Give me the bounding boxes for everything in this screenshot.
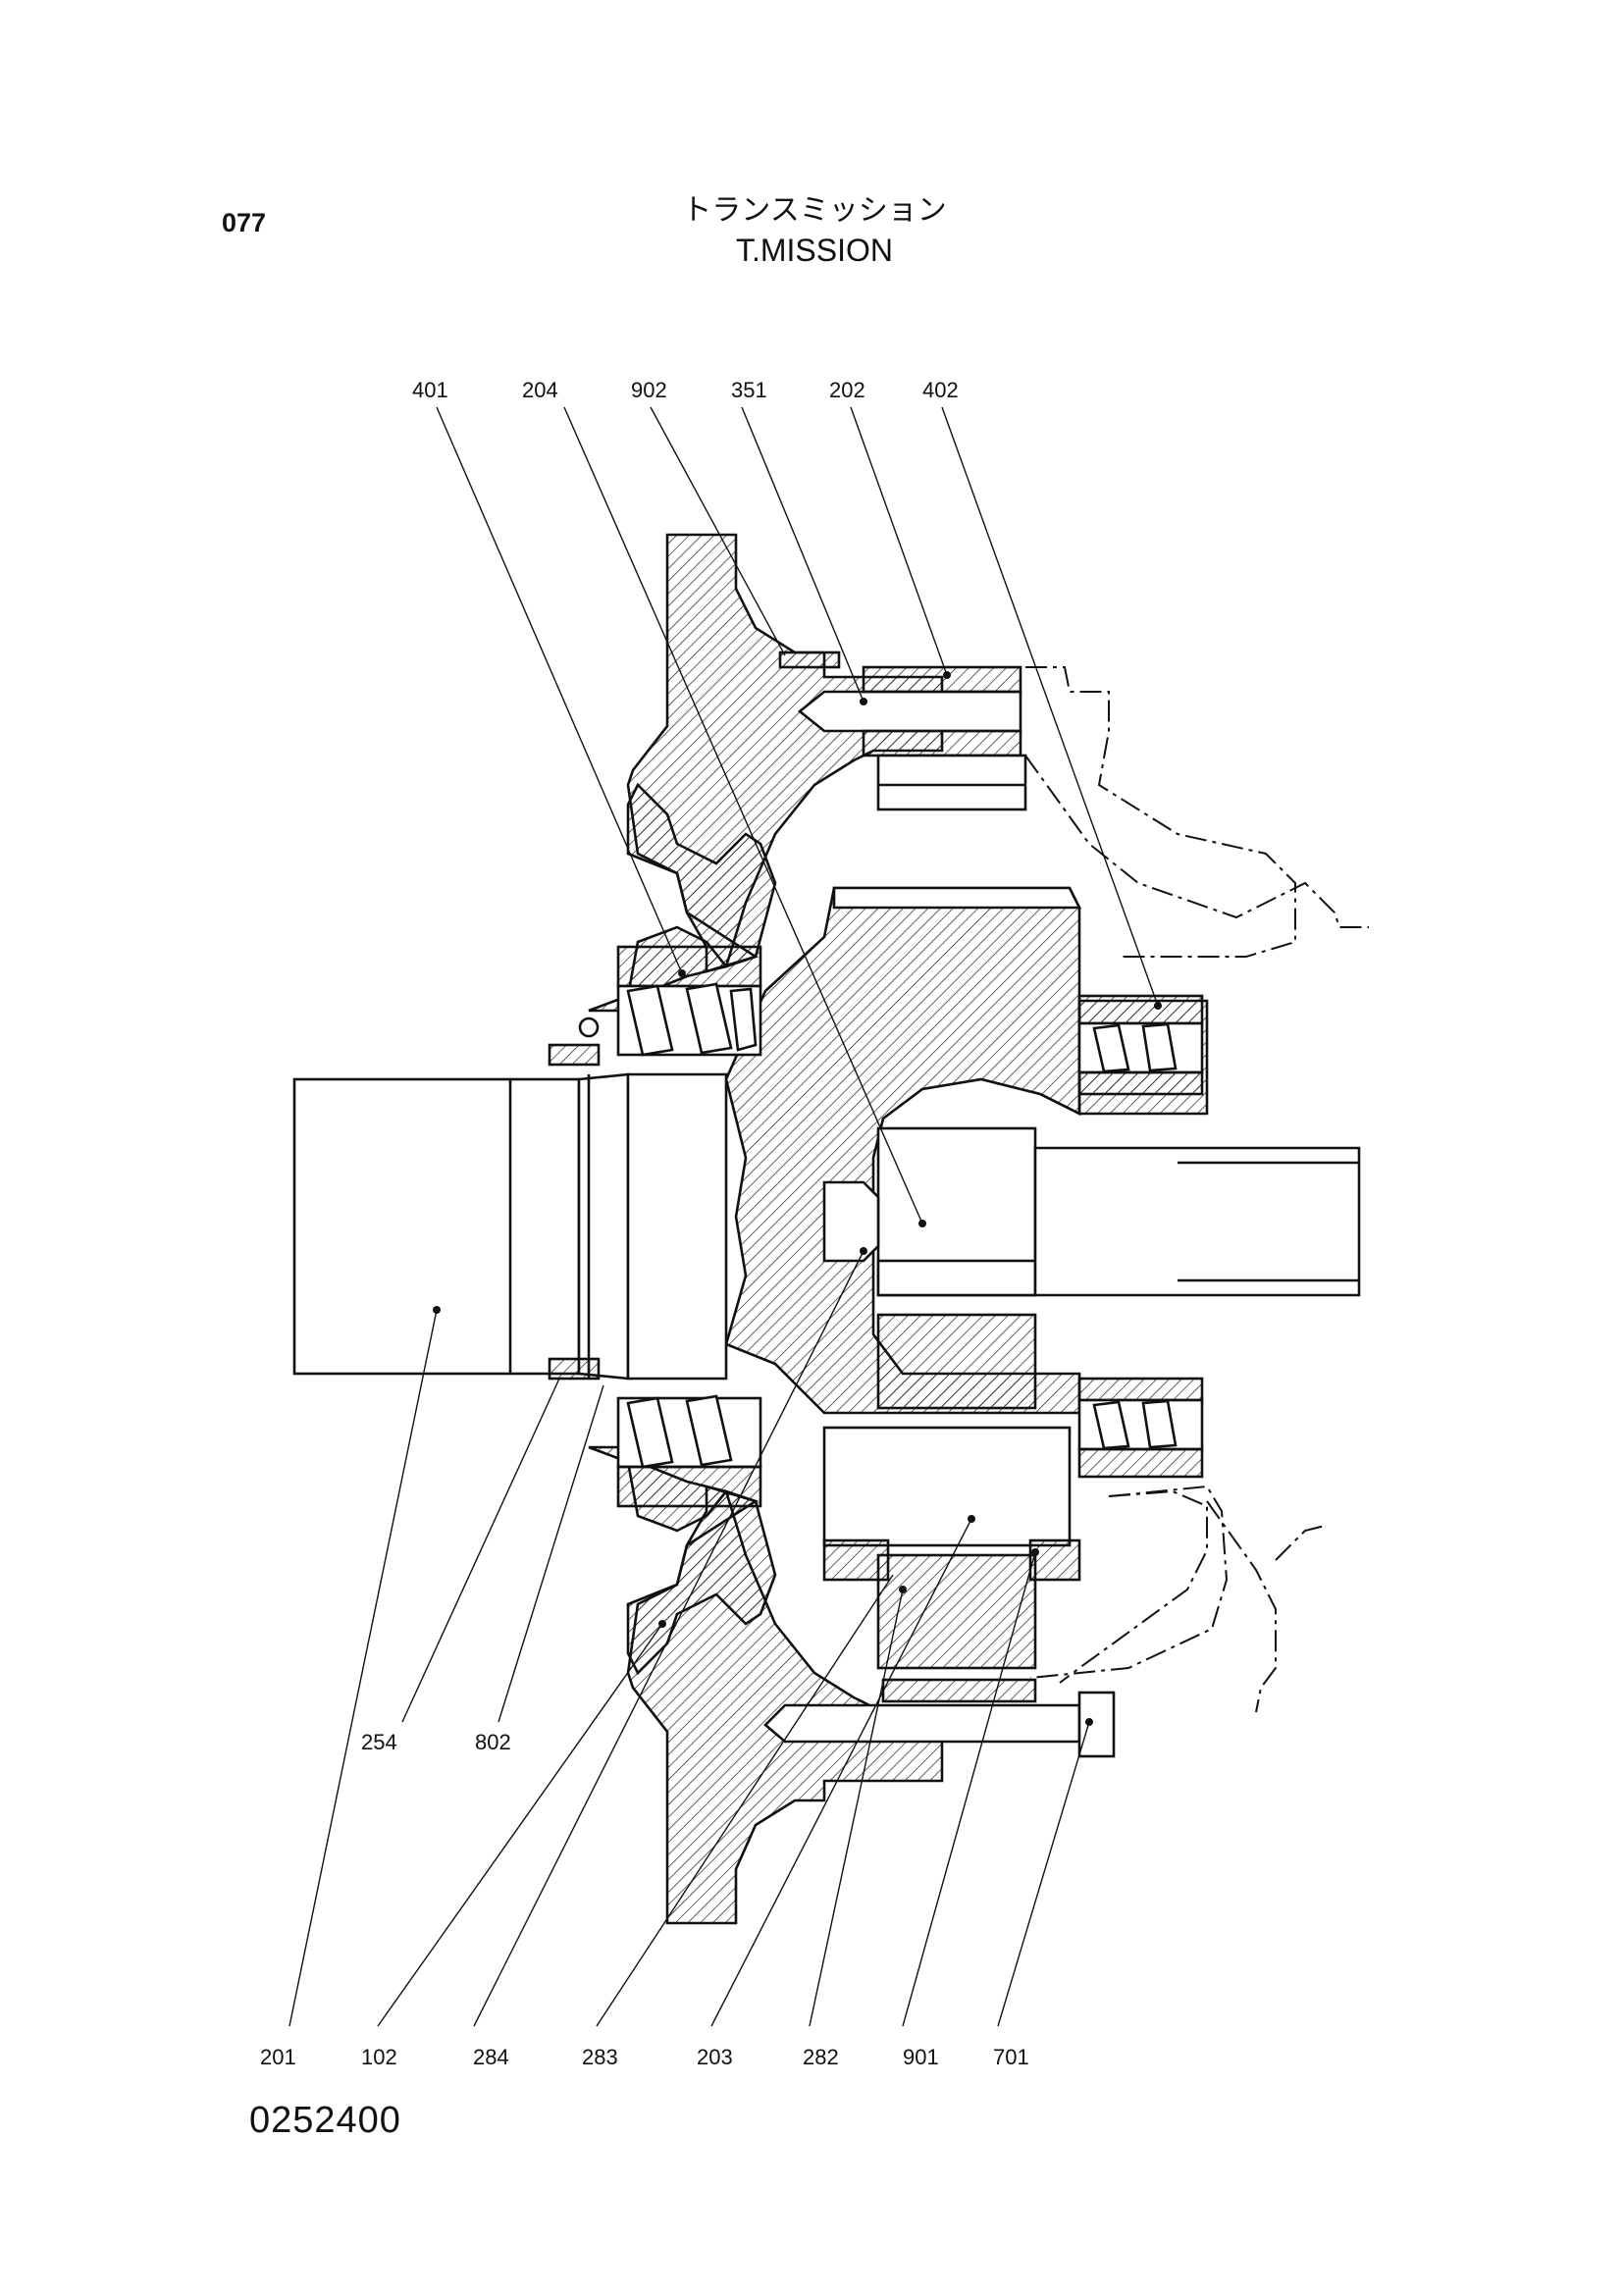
callout-102: 102: [361, 2045, 397, 2069]
drawing-number: 0252400: [249, 2100, 401, 2141]
page-number: 077: [222, 208, 267, 237]
input-shaft: [1033, 1146, 1361, 1297]
title-english: T.MISSION: [735, 233, 893, 268]
callout-labels-top: 401 204 902 351 202 402: [412, 378, 959, 402]
bolt-701: [763, 1678, 1116, 1758]
planet-pin: [822, 1426, 1081, 1582]
title-japanese: トランスミッション: [682, 193, 947, 228]
bolt-351: [778, 651, 1022, 757]
callout-701: 701: [993, 2045, 1029, 2069]
callout-402: 402: [922, 378, 959, 402]
callout-254: 254: [361, 1730, 397, 1754]
seal-254: [548, 1017, 601, 1381]
ring-gear-202: [876, 754, 1027, 811]
callout-284: 284: [473, 2045, 509, 2069]
phantom-outline: [1024, 666, 1369, 1713]
callout-203: 203: [697, 2045, 733, 2069]
callout-401: 401: [412, 378, 448, 402]
bearing-402: [1077, 994, 1204, 1479]
callout-204: 204: [522, 378, 558, 402]
leader-dots: [433, 671, 1162, 1726]
planetary-gear-282: [822, 1126, 1037, 1670]
callout-202: 202: [829, 378, 865, 402]
callout-902: 902: [631, 378, 667, 402]
callout-labels-bottom: 201 102 284 283 203 282 901 701: [260, 2045, 1029, 2069]
callout-351: 351: [731, 378, 767, 402]
callout-901: 901: [903, 2045, 939, 2069]
bearing-lower: [616, 1394, 762, 1508]
title-block: トランスミッション T.MISSION: [628, 191, 1001, 270]
leader-lines: [288, 406, 1159, 2027]
callout-802: 802: [475, 1730, 511, 1754]
callout-201: 201: [260, 2045, 296, 2069]
sprocket-shaft-201: [292, 1072, 728, 1381]
bearing-401: [616, 945, 762, 1057]
callout-labels-mid: 254 802: [361, 1730, 511, 1754]
callout-283: 283: [582, 2045, 618, 2069]
callout-282: 282: [803, 2045, 839, 2069]
